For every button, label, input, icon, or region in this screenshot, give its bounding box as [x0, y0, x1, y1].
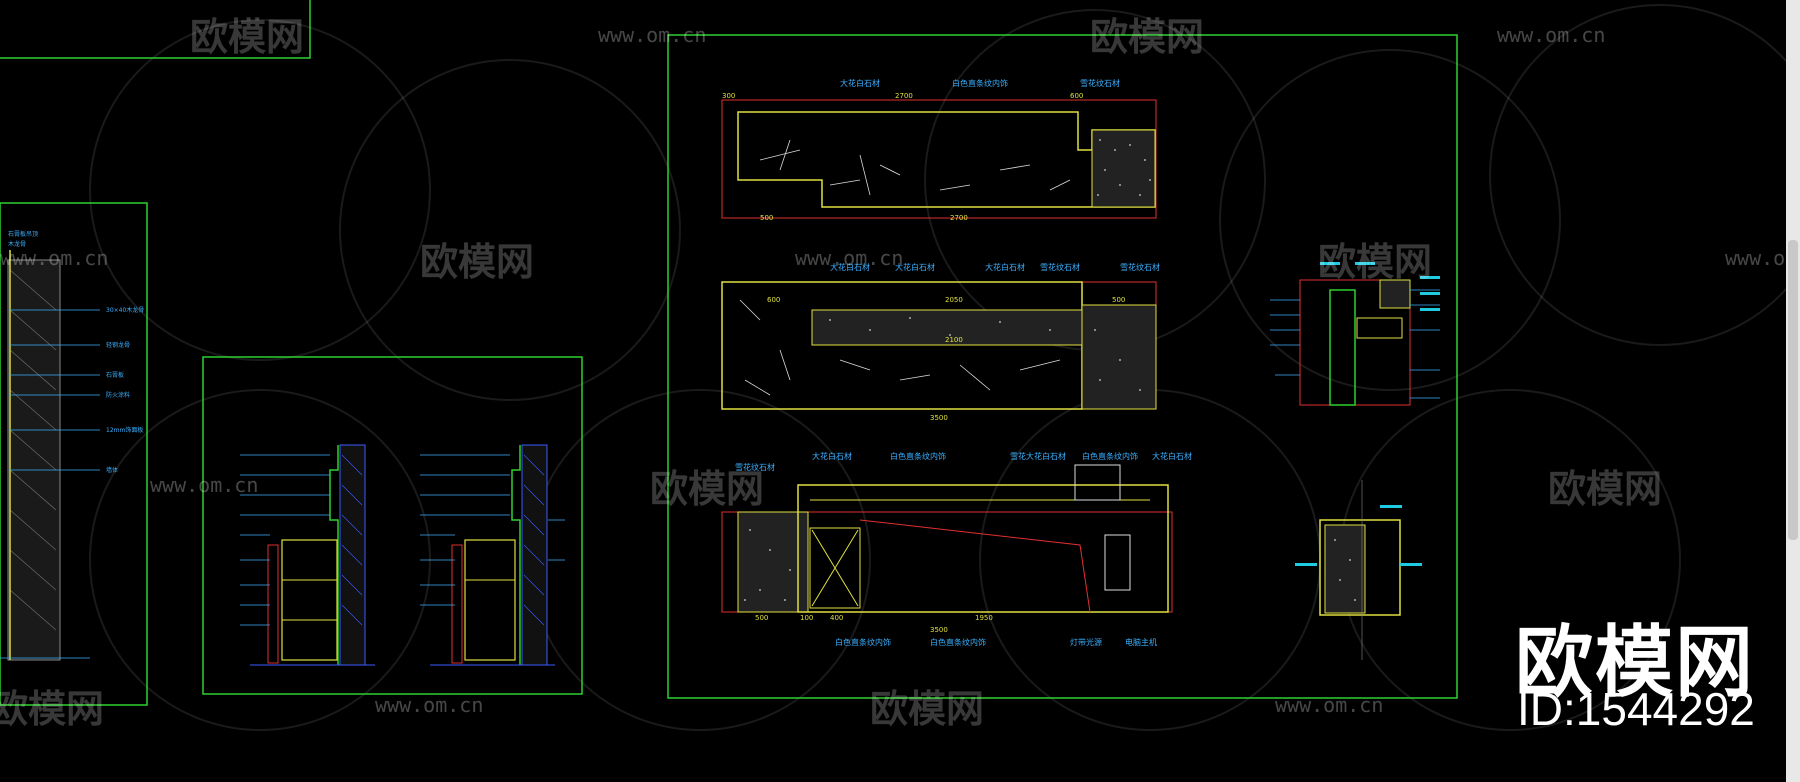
mid-dim-4: 2100: [945, 336, 963, 344]
wm-url-2: www.om.cn: [1497, 23, 1605, 47]
wm-brand-4: 欧模网: [1318, 240, 1432, 284]
wm-url-4: www.om.cn: [795, 246, 903, 270]
mid-dim-3: 500: [1112, 296, 1125, 304]
left-note-1: 石膏板吊顶: [8, 230, 38, 238]
top-label-2: 白色直条纹内饰: [952, 78, 1008, 88]
elev-label-8: 白色直条纹内饰: [930, 637, 986, 647]
elev-label-10: 电脑主机: [1125, 637, 1157, 647]
elev-dim-3: 400: [830, 614, 843, 622]
mid-label-1: 大花白石材: [830, 262, 870, 272]
top-dim-3: 600: [1070, 92, 1083, 100]
top-plan-view: 300 2700 600 500 2700 大花白石材 白色直条纹内饰 雪花纹石…: [721, 78, 1157, 222]
wm-brand-6: 欧模网: [1548, 467, 1662, 511]
wm-url-7: www.om.cn: [375, 693, 483, 717]
vertical-scrollbar[interactable]: [1786, 0, 1800, 782]
right-detail-bottom: [1295, 480, 1422, 660]
wm-brand-8: 欧模网: [870, 687, 984, 731]
left-section-view: 石膏板吊顶 木龙骨 30×40木龙骨 轻钢龙骨 石膏板 防火涂料 12mm饰面板…: [0, 202, 148, 706]
brand-logo-text: 欧模网: [1515, 618, 1756, 708]
top-label-3: 雪花纹石材: [1080, 78, 1120, 88]
main-drawing-frame: 300 2700 600 500 2700 大花白石材 白色直条纹内饰 雪花纹石…: [667, 34, 1458, 699]
watermark-brands: 欧模网 欧模网 欧模网 欧模网 欧模网 欧模网 欧模网 欧模网: [0, 15, 1662, 731]
elev-label-2: 大花白石材: [812, 451, 852, 461]
elev-dim-2: 100: [800, 614, 813, 622]
elev-label-6: 大花白石材: [1152, 451, 1192, 461]
elev-label-7: 白色直条纹内饰: [835, 637, 891, 647]
right-detail-top: [1270, 262, 1440, 406]
mid-dim-1: 600: [767, 296, 780, 304]
wm-brand-5: 欧模网: [650, 467, 764, 511]
wm-url-3: www.om.cn: [0, 246, 108, 270]
mid-dim-5: 3500: [930, 414, 948, 422]
elev-dim-1: 500: [755, 614, 768, 622]
elev-label-1: 雪花纹石材: [735, 462, 775, 472]
section-details-frame: [202, 356, 583, 695]
mid-label-5: 雪花纹石材: [1120, 262, 1160, 272]
elev-dim-5: 1950: [975, 614, 993, 622]
front-elevation-view: 500 100 400 3500 1950 雪花纹石材 大花白石材 白色直条纹内…: [721, 451, 1192, 647]
wm-url-1: www.om.cn: [598, 23, 706, 47]
scrollbar-thumb[interactable]: [1788, 240, 1798, 540]
left-note-6: 防火涂料: [106, 391, 130, 399]
top-dim-1: 300: [722, 92, 735, 100]
model-id-label: ID:1544292: [1517, 683, 1755, 735]
elev-dim-4: 3500: [930, 626, 948, 634]
left-note-4: 轻钢龙骨: [106, 341, 130, 349]
left-note-2: 木龙骨: [8, 240, 26, 248]
wm-url-6: www.om.cn: [150, 473, 258, 497]
wm-url-8: www.om.cn: [1275, 693, 1383, 717]
elev-label-3: 白色直条纹内饰: [890, 451, 946, 461]
wm-brand-1: 欧模网: [190, 15, 304, 59]
mid-label-3: 大花白石材: [985, 262, 1025, 272]
wm-brand-2: 欧模网: [1090, 15, 1204, 59]
top-dim-2: 2700: [895, 92, 913, 100]
elev-label-5: 白色直条纹内饰: [1082, 451, 1138, 461]
left-note-5: 石膏板: [106, 371, 124, 379]
top-dim-4: 500: [760, 214, 773, 222]
mid-label-2: 大花白石材: [895, 262, 935, 272]
wm-brand-3: 欧模网: [420, 240, 534, 284]
wm-brand-7: 欧模网: [0, 687, 104, 731]
mid-dim-2: 2050: [945, 296, 963, 304]
top-dim-5: 2700: [950, 214, 968, 222]
elev-label-9: 灯带光源: [1070, 637, 1102, 647]
middle-plan-view: 600 2050 500 2100 3500 大花白石材 大花白石材 大花白石材…: [721, 262, 1160, 422]
left-note-3: 30×40木龙骨: [106, 306, 144, 314]
left-note-8: 墙体: [106, 466, 118, 474]
left-note-7: 12mm饰面板: [106, 426, 143, 434]
mid-label-4: 雪花纹石材: [1040, 262, 1080, 272]
top-left-frame: [0, 0, 311, 59]
elev-label-4: 雪花大花白石材: [1010, 451, 1066, 461]
top-label-1: 大花白石材: [840, 78, 880, 88]
